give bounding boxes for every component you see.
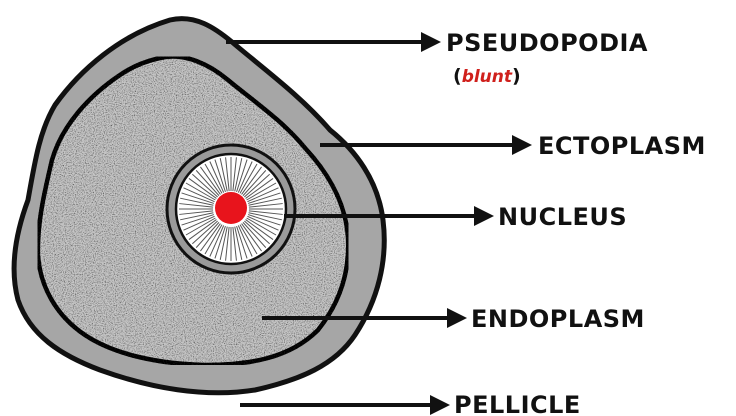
label-ectoplasm: ECTOPLASM <box>538 132 706 160</box>
label-pseudopodia: PSEUDOPODIA <box>446 29 648 57</box>
note-close-paren: ) <box>512 65 521 87</box>
note-open-paren: ( <box>453 65 462 87</box>
note-blunt: blunt <box>462 67 513 87</box>
nucleus-structure <box>167 145 295 273</box>
nucleolus <box>215 192 247 224</box>
label-nucleus: NUCLEUS <box>498 203 627 231</box>
label-pseudopodia-note: (blunt) <box>453 65 521 87</box>
label-pellicle: PELLICLE <box>454 391 581 416</box>
label-endoplasm: ENDOPLASM <box>471 305 645 333</box>
